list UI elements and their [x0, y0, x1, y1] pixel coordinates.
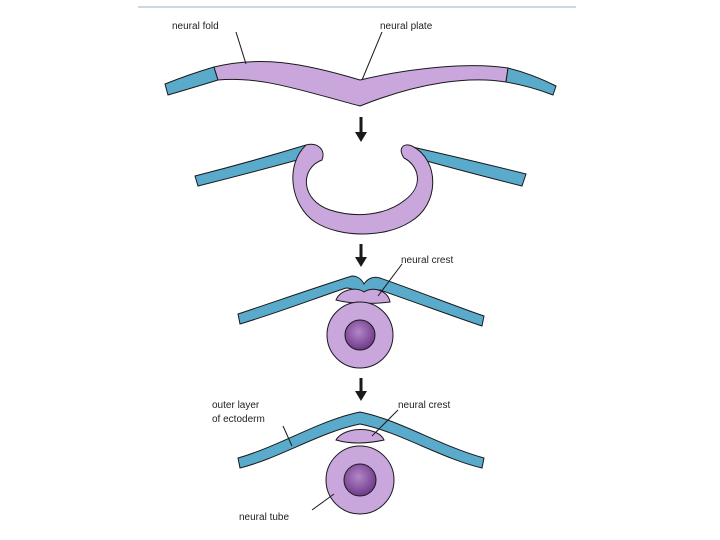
- stage-3-neural-crest-forming: neural crest: [237, 255, 485, 369]
- neural-crest-pointer-3: [377, 263, 403, 297]
- neural-crest-label-4: neural crest: [398, 400, 450, 411]
- stage1-ectoderm-left: [164, 66, 219, 96]
- stage2-ectoderm-right: [407, 145, 527, 187]
- stage3-neural-tube-lumen: [344, 319, 376, 351]
- arrow-2: [355, 244, 367, 267]
- stage4-neural-tube-lumen: [343, 463, 377, 497]
- neural-crest-pointer-4: [371, 409, 399, 437]
- neural-crest-label-3: neural crest: [401, 255, 453, 266]
- outer-layer-label-line1: outer layer: [212, 400, 260, 411]
- arrow-3: [355, 378, 367, 401]
- neural-plate-label: neural plate: [380, 21, 433, 32]
- neural-fold-label: neural fold: [172, 21, 219, 32]
- stage4-neural-crest: [335, 429, 385, 444]
- stage4-ectoderm: [237, 411, 485, 469]
- outer-layer-label-line2: of ectoderm: [212, 414, 265, 425]
- neural-fold-pointer: [235, 31, 247, 65]
- stage-1-neural-plate: neural fold neural plate: [164, 21, 557, 107]
- neural-tube-label: neural tube: [239, 512, 289, 523]
- stage-2-neural-groove: [194, 143, 527, 235]
- neural-plate-pointer: [361, 31, 383, 81]
- arrow-1: [355, 117, 367, 142]
- neural-tube-pointer: [311, 493, 335, 511]
- stage1-ectoderm-right: [505, 67, 557, 96]
- stage-4-neural-tube: outer layer of ectoderm neural crest neu…: [212, 400, 485, 523]
- stage1-neural-plate-band: [213, 61, 509, 107]
- stage3-ectoderm: [237, 275, 485, 327]
- outer-layer-pointer: [282, 425, 293, 447]
- stage2-neural-groove-band: [292, 143, 434, 235]
